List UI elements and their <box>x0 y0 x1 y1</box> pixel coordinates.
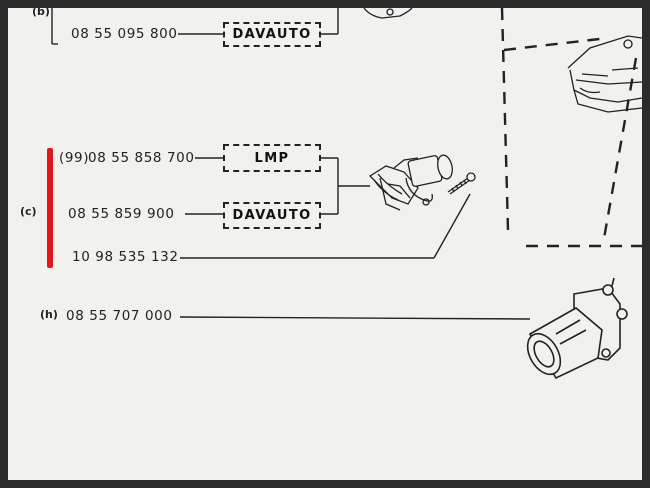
part-number-h: 08 55 707 000 <box>66 308 173 324</box>
lamp-socket-icon <box>368 154 453 211</box>
row-label-c: (c) <box>20 205 37 218</box>
supplier-box-b: DAVAUTO <box>223 22 321 47</box>
catalog-page: (b) 08 55 095 800 DAVAUTO (99) 08 55 858… <box>8 8 642 480</box>
lamp-holder-icon <box>526 277 628 380</box>
row-prefix-c1: (99) <box>59 150 90 166</box>
supplier-box-c1: LMP <box>223 144 321 172</box>
car-front-icon <box>567 35 642 113</box>
diagram-lines <box>51 8 642 380</box>
row-label-b: (b) <box>32 8 50 18</box>
part-number-b: 08 55 095 800 <box>71 26 178 42</box>
part-number-c2: 08 55 859 900 <box>68 206 175 222</box>
top-part-icon <box>363 8 413 19</box>
row-label-h: (h) <box>40 308 58 321</box>
screw-icon <box>447 172 476 195</box>
part-number-c1: 08 55 858 700 <box>88 150 195 166</box>
supplier-box-c2: DAVAUTO <box>223 202 321 229</box>
part-number-c3: 10 98 535 132 <box>72 249 179 265</box>
highlight-marker <box>47 148 53 268</box>
